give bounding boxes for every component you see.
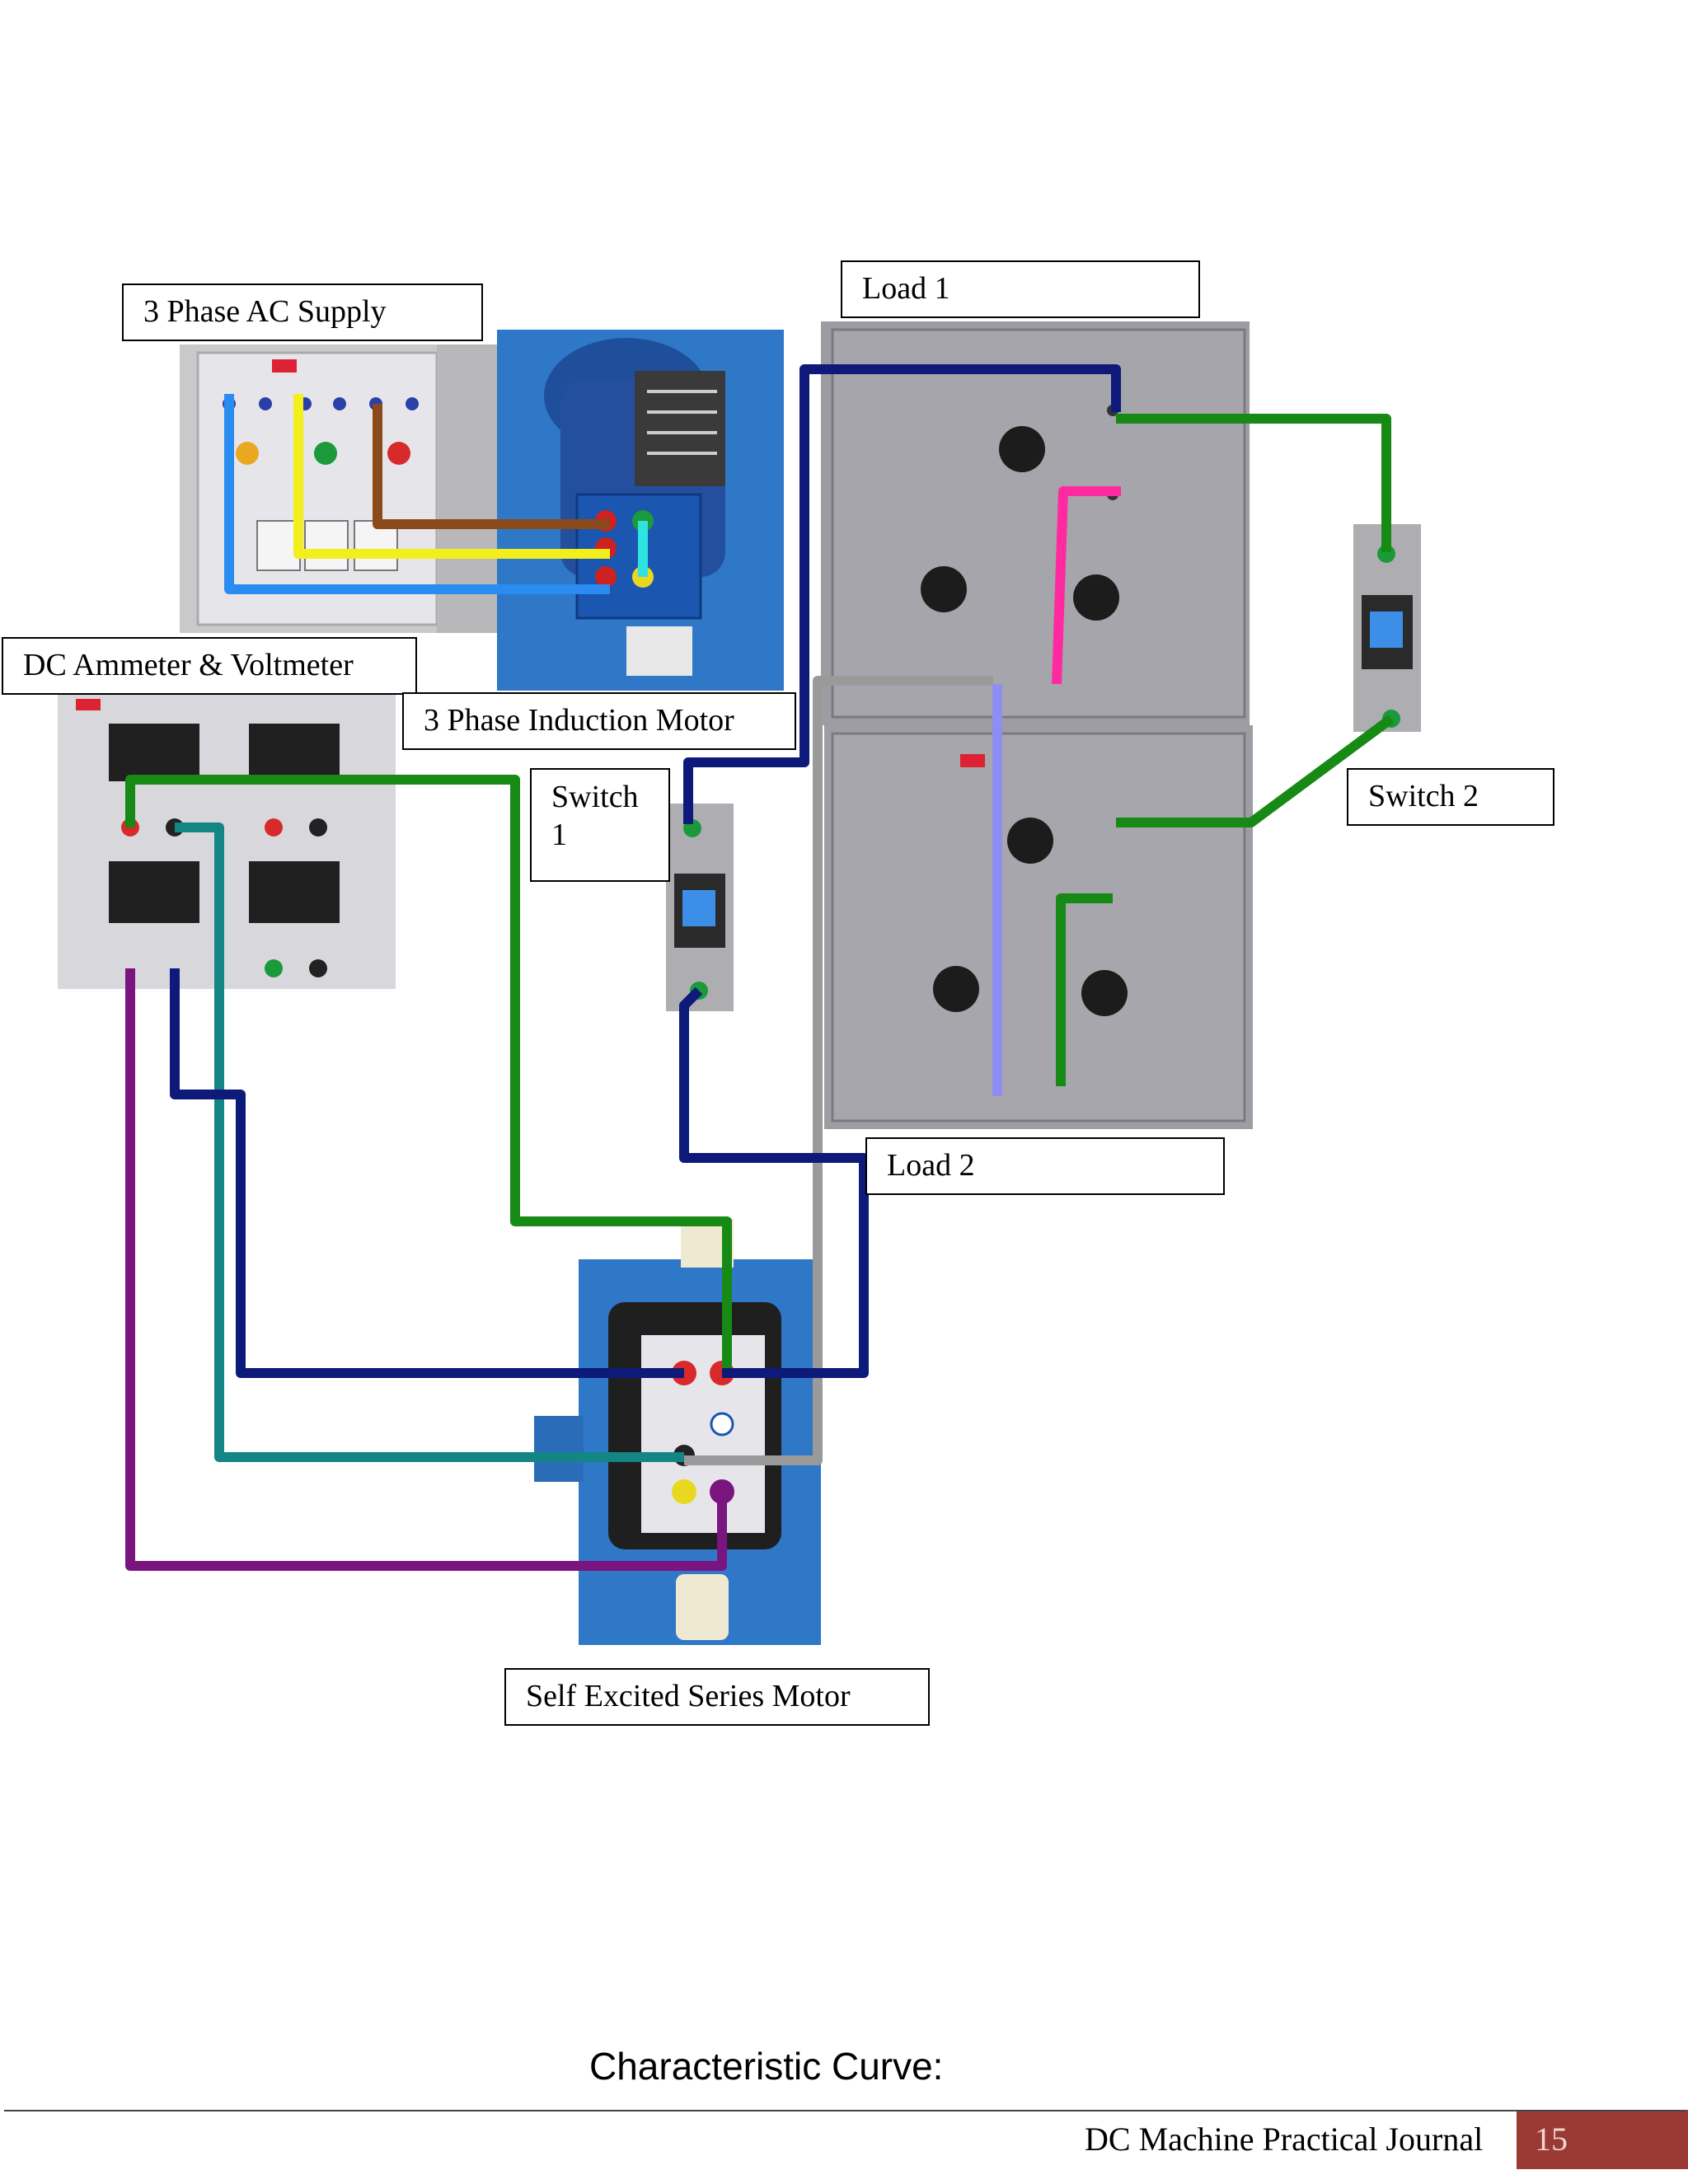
label-dc-meters-text: DC Ammeter & Voltmeter [23,648,354,682]
label-switch2-text: Switch 2 [1368,779,1479,813]
label-series-motor: Self Excited Series Motor [504,1668,930,1726]
induction-motor-image [497,330,784,691]
switch2-device [1353,524,1421,732]
wire-purple-meter-motor [125,968,727,1571]
section-heading: Characteristic Curve: [589,2045,944,2088]
wire-pink-load1 [1052,486,1121,685]
footer-page-box [1517,2110,1688,2169]
wire-grey-load-motor [684,676,993,1465]
label-switch1-text: Switch 1 [551,780,639,852]
label-ac-supply: 3 Phase AC Supply [122,284,483,341]
series-motor-image [534,1218,821,1645]
wire-yellow [293,394,610,559]
label-switch1: Switch 1 [530,768,670,882]
wire-green-load2 [1056,893,1113,1086]
wire-navy-switch1-load1 [683,364,1121,824]
switch1-device [666,804,734,1011]
label-induction-motor: 3 Phase Induction Motor [402,692,796,750]
dc-meter-panel [58,692,396,989]
wire-brown [373,404,610,529]
footer-rule [4,2110,1686,2111]
load2-panel [824,725,1253,1129]
page-number: 15 [1535,2121,1568,2158]
wire-navy-meter-motor [170,968,684,1378]
wire-lightblue [224,394,610,594]
wire-green-switch2-load2 [1116,715,1395,827]
load1-panel [821,321,1250,725]
label-switch2: Switch 2 [1347,768,1554,826]
wire-teal-meter-motor [175,823,684,1462]
label-series-motor-text: Self Excited Series Motor [526,1679,851,1713]
label-ac-supply-text: 3 Phase AC Supply [143,294,387,329]
wire-green-load1-switch2 [1116,414,1391,552]
label-induction-motor-text: 3 Phase Induction Motor [424,703,734,738]
wire-green-meter-motor [125,775,732,1373]
dc-wires [125,364,1395,1571]
footer-title: DC Machine Practical Journal [1085,2121,1484,2158]
ac-supply-wires [224,394,648,594]
label-load2-text: Load 2 [887,1148,975,1183]
wire-navy-switch1-motor [679,987,869,1378]
label-dc-meters: DC Ammeter & Voltmeter [2,637,417,695]
label-load1: Load 1 [841,260,1200,318]
label-load1-text: Load 1 [862,271,950,306]
label-load2: Load 2 [865,1137,1225,1195]
